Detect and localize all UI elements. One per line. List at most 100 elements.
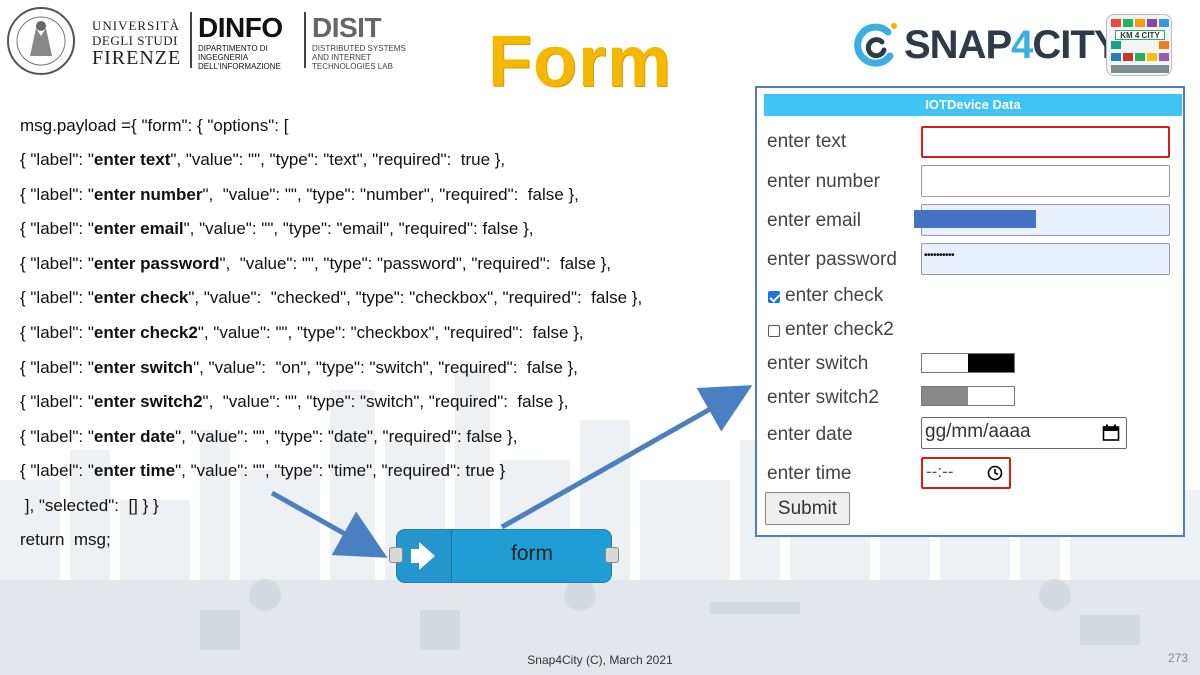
- km4city-label: KM 4 CITY: [1115, 30, 1165, 40]
- snap-suffix: CITY: [1032, 23, 1120, 67]
- code-text: { "label": ": [20, 392, 94, 412]
- label-enter-date: enter date: [767, 424, 853, 445]
- code-text: ", "value": "", "type": "switch", "requi…: [202, 392, 569, 412]
- code-text: ", "value": "on", "type": "switch", "req…: [193, 357, 578, 377]
- arrow-right-icon: [411, 542, 435, 570]
- code-text: { "label": ": [20, 461, 94, 481]
- slide-title: Form: [488, 22, 672, 102]
- university-line-1: UNIVERSITÀ: [92, 18, 180, 33]
- password-value: ••••••••••: [924, 250, 955, 261]
- email-redacted-bar: [914, 210, 1036, 228]
- university-name: UNIVERSITÀ DEGLI STUDI FIRENZE: [92, 18, 190, 69]
- code-line-option: { "label": "enter text", "value": "", "t…: [20, 150, 505, 170]
- code-text: { "label": ": [20, 150, 94, 169]
- check-checkbox[interactable]: [768, 291, 780, 303]
- university-seal-icon: [7, 7, 75, 75]
- dinfo-title: DINFO: [198, 12, 283, 43]
- disit-title: DISIT: [312, 12, 382, 43]
- snap4city-wordmark: SNAP4CITY: [904, 22, 1121, 68]
- label-enter-text: enter text: [767, 131, 847, 152]
- code-line-option: { "label": "enter time", "value": "", "t…: [20, 461, 505, 481]
- code-line-option: { "label": "enter password", "value": ""…: [20, 254, 611, 274]
- code-line-option: { "label": "enter email", "value": "", "…: [20, 219, 534, 239]
- switch2-knob: [922, 387, 968, 405]
- code-label-bold: enter time: [93, 461, 176, 481]
- km4city-grid-icon: [1111, 19, 1169, 73]
- code-text: { "label": ": [20, 253, 94, 273]
- km4city-logo: KM 4 CITY: [1106, 14, 1172, 76]
- code-text: { "label": ": [20, 184, 94, 204]
- submit-button[interactable]: Submit: [765, 492, 850, 525]
- switch-toggle[interactable]: [921, 353, 1015, 373]
- header-divider: [190, 12, 192, 68]
- code-line-option: { "label": "enter date", "value": "", "t…: [20, 427, 517, 447]
- switch2-toggle[interactable]: [921, 386, 1015, 406]
- code-line-option: { "label": "enter switch2", "value": "",…: [20, 392, 568, 412]
- code-text: ", "value": "", "type": "password", "req…: [219, 253, 611, 273]
- label-enter-check: enter check: [785, 285, 884, 306]
- code-text: ", "value": "", "type": "email", "requir…: [183, 219, 534, 239]
- code-text: ", "value": "", "type": "time", "require…: [175, 461, 506, 481]
- code-line-option: { "label": "enter number", "value": "", …: [20, 185, 579, 205]
- code-label-bold: enter check: [93, 288, 189, 308]
- code-line-return: return msg;: [20, 530, 111, 549]
- text-input[interactable]: [921, 126, 1170, 158]
- form-panel-header: IOTDevice Data: [764, 94, 1182, 116]
- label-enter-number: enter number: [767, 171, 881, 192]
- label-enter-switch2: enter switch2: [767, 387, 879, 408]
- code-label-bold: enter switch2: [93, 392, 203, 412]
- code-text: ", "value": "checked", "type": "checkbox…: [188, 288, 643, 308]
- code-label-bold: enter email: [93, 219, 184, 239]
- snap4city-swirl-icon: [854, 23, 897, 67]
- label-enter-password: enter password: [767, 249, 897, 270]
- code-text: ", "value": "", "type": "text", "require…: [170, 150, 506, 169]
- page-number: 273: [1167, 651, 1188, 665]
- calendar-icon[interactable]: [1102, 424, 1120, 442]
- code-text: { "label": ": [20, 288, 94, 308]
- university-line-3: FIRENZE: [92, 47, 182, 69]
- node-label: form: [511, 542, 553, 565]
- clock-icon[interactable]: [987, 465, 1003, 481]
- email-input[interactable]: [914, 204, 1170, 236]
- code-text: { "label": ": [20, 323, 94, 342]
- form-panel: IOTDevice Data enter text enter number e…: [755, 86, 1185, 537]
- snap-prefix: SNAP: [904, 23, 1012, 67]
- code-line-option: { "label": "enter check2", "value": "", …: [20, 323, 584, 343]
- label-enter-switch: enter switch: [767, 353, 869, 374]
- dinfo-subtitle: DIPARTIMENTO DI INGEGNERIA DELL'INFORMAZ…: [198, 44, 281, 71]
- date-input[interactable]: gg/mm/aaaa: [921, 417, 1127, 449]
- code-label-bold: enter check2: [93, 323, 198, 342]
- number-input[interactable]: [921, 165, 1170, 197]
- password-input[interactable]: ••••••••••: [921, 243, 1170, 275]
- code-label-bold: enter number: [93, 184, 203, 204]
- footer-text: Snap4City (C), March 2021: [527, 653, 673, 667]
- code-text: { "label": ": [20, 426, 94, 446]
- snap-four: 4: [1011, 23, 1033, 67]
- code-label-bold: enter text: [93, 150, 171, 169]
- code-text: ", "value": "", "type": "number", "requi…: [202, 184, 579, 204]
- code-line-header: msg.payload ={ "form": { "options": [: [20, 116, 289, 135]
- code-label-bold: enter date: [93, 426, 176, 446]
- code-text: ", "value": "", "type": "date", "require…: [175, 426, 518, 446]
- code-line-option: { "label": "enter check", "value": "chec…: [20, 288, 642, 308]
- code-label-bold: enter switch: [93, 357, 194, 377]
- node-output-port[interactable]: [605, 547, 619, 563]
- check2-checkbox[interactable]: [768, 325, 780, 337]
- time-input[interactable]: --:--: [921, 457, 1011, 489]
- switch-knob: [968, 354, 1014, 372]
- node-input-port[interactable]: [389, 547, 403, 563]
- code-text: { "label": ": [20, 357, 94, 377]
- label-enter-email: enter email: [767, 210, 861, 231]
- label-enter-check2: enter check2: [785, 319, 894, 340]
- code-text: { "label": ": [20, 219, 94, 239]
- header-divider: [304, 12, 306, 68]
- form-node[interactable]: form: [389, 530, 619, 582]
- date-placeholder: gg/mm/aaaa: [925, 421, 1031, 442]
- snap4city-logo: SNAP4CITY: [848, 14, 1121, 76]
- dinfo-logo: DINFO DIPARTIMENTO DI INGEGNERIA DELL'IN…: [198, 12, 303, 72]
- disit-logo: DISIT DISTRIBUTED SYSTEMS AND INTERNET T…: [312, 12, 422, 72]
- label-enter-time: enter time: [767, 463, 852, 484]
- code-text: ", "value": "", "type": "checkbox", "req…: [197, 323, 584, 342]
- node-icon-area: [397, 530, 452, 582]
- code-line-option: { "label": "enter switch", "value": "on"…: [20, 358, 578, 378]
